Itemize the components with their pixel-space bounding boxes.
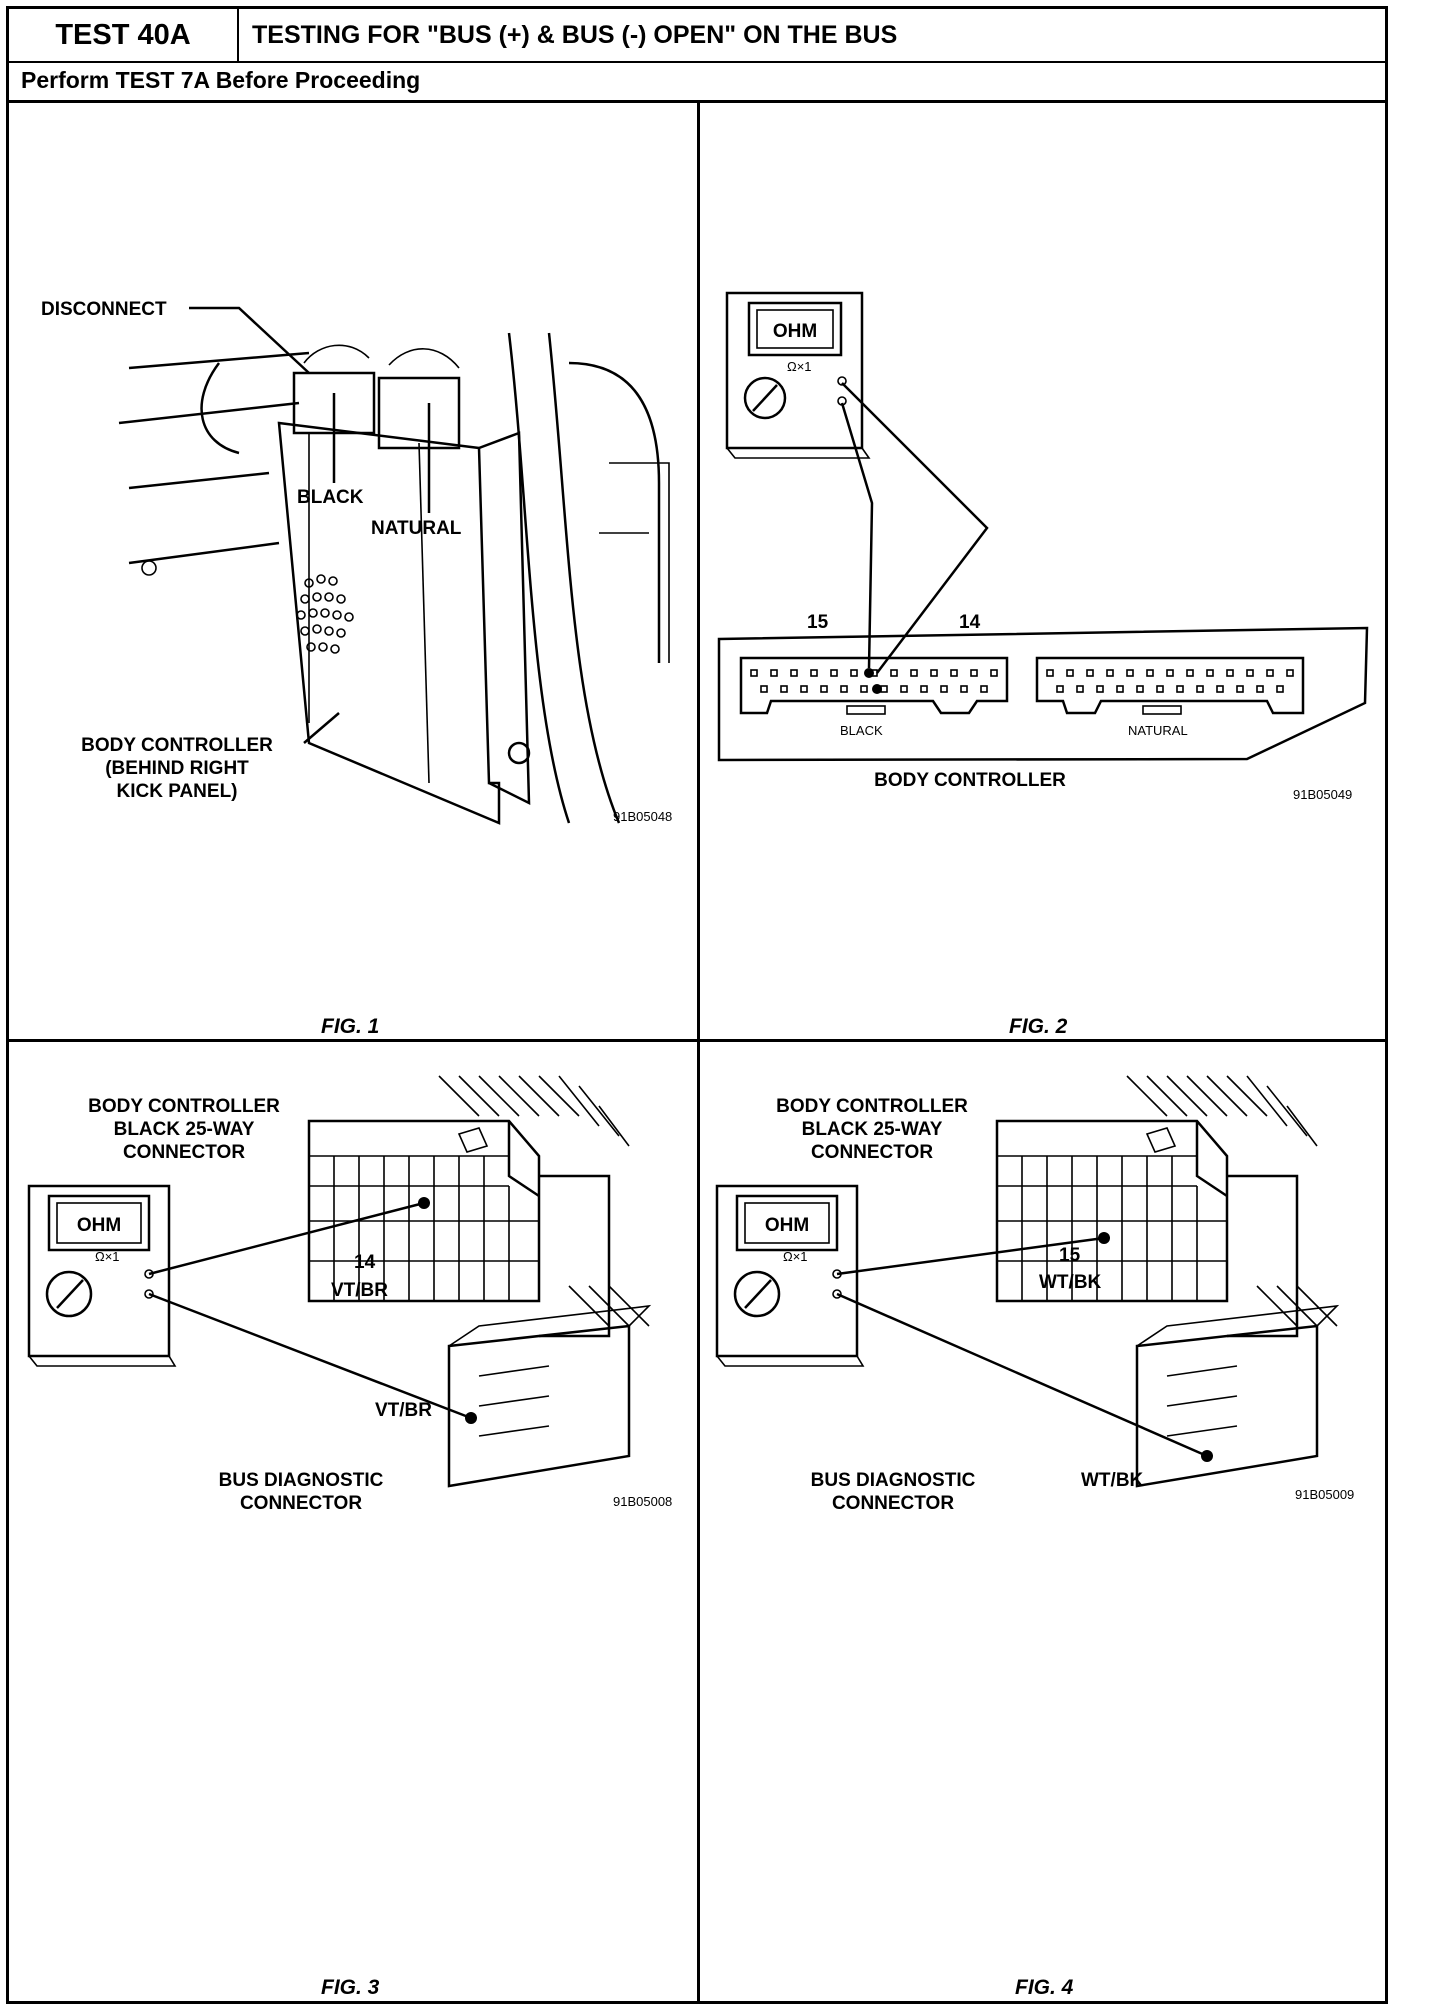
- fig2-panel: OHM Ω×1 15 14 BLACK NATURAL BODY CONTROL…: [717, 291, 1369, 1038]
- figure-caption: FIG. 3: [321, 1976, 380, 1999]
- meter-jack: [832, 1289, 842, 1299]
- test-leads: [840, 382, 989, 674]
- diag-wire-label: WT/BK: [1081, 1470, 1144, 1491]
- black-25-way-connector: [307, 1075, 630, 1338]
- label-natural: NATURAL: [371, 518, 462, 539]
- diag-wire-label: VT/BR: [375, 1400, 432, 1421]
- pin-15-probe: [864, 668, 874, 678]
- natural-connector-label: NATURAL: [1128, 723, 1188, 738]
- fig3-panel: OHM Ω×1 14 VT/BR VT/BR BODY CONTROLLER B…: [27, 1075, 672, 1999]
- vent-holes: [296, 574, 354, 654]
- figure-caption: FIG. 1: [321, 1015, 379, 1038]
- image-code: 91B05008: [613, 1494, 672, 1509]
- black-25-way-connector: [995, 1075, 1318, 1338]
- bus-diagnostic-connector: [447, 1285, 652, 1488]
- diag-label-line1: BUS DIAGNOSTIC: [811, 1470, 976, 1491]
- connector-title-line3: CONNECTOR: [123, 1142, 245, 1163]
- connector-title-line1: BODY CONTROLLER: [88, 1096, 280, 1117]
- body-controller-outline: [717, 626, 1369, 762]
- label-disconnect: DISCONNECT: [41, 299, 167, 320]
- range-knob: [45, 1270, 93, 1318]
- label-black: BLACK: [297, 487, 364, 508]
- horizontal-divider: [9, 1039, 1385, 1042]
- meter-range: Ω×1: [783, 1249, 808, 1264]
- diag-label-line1: BUS DIAGNOSTIC: [219, 1470, 384, 1491]
- pin-15-label: 15: [807, 612, 829, 633]
- pin-15-label: 15: [1059, 1245, 1081, 1266]
- label-body-controller-line1: BODY CONTROLLER: [81, 735, 273, 756]
- meter-display: OHM: [77, 1215, 121, 1236]
- pin-14-probe: [872, 684, 882, 694]
- ohmmeter: OHM Ω×1: [715, 1184, 865, 1367]
- test-title: TESTING FOR "BUS (+) & BUS (-) OPEN" ON …: [252, 20, 898, 49]
- connector-title-line2: BLACK 25-WAY: [114, 1119, 255, 1140]
- body-controller-label: BODY CONTROLLER: [874, 770, 1066, 791]
- wire-color-label: VT/BR: [331, 1280, 388, 1301]
- test-leads: [148, 1201, 472, 1420]
- range-knob: [743, 376, 787, 420]
- prerequisite-note: Perform TEST 7A Before Proceeding: [9, 61, 1385, 103]
- meter-jack: [837, 376, 847, 386]
- pin-14-label: 14: [959, 612, 981, 633]
- label-body-controller-line2: (BEHIND RIGHT: [105, 758, 249, 779]
- header-row: TEST 40A TESTING FOR "BUS (+) & BUS (-) …: [9, 9, 1385, 63]
- connector-title-line2: BLACK 25-WAY: [802, 1119, 943, 1140]
- figure-caption: FIG. 2: [1009, 1015, 1068, 1038]
- figure-caption: FIG. 4: [1015, 1976, 1074, 1999]
- natural-connector: [1035, 656, 1305, 715]
- ohmmeter: OHM Ω×1: [725, 291, 871, 459]
- wire-color-label: WT/BK: [1039, 1272, 1102, 1293]
- black-connector: [739, 656, 1009, 715]
- test-leads: [836, 1236, 1208, 1458]
- connector-title-line1: BODY CONTROLLER: [776, 1096, 968, 1117]
- fig1-panel: DISCONNECT BLACK NATURAL BODY CONTROLLER…: [41, 299, 672, 1038]
- diag-label-line2: CONNECTOR: [832, 1493, 954, 1514]
- black-connector-label: BLACK: [840, 723, 883, 738]
- image-code: 91B05049: [1293, 787, 1352, 802]
- image-code: 91B05048: [613, 809, 672, 824]
- meter-range: Ω×1: [787, 359, 812, 374]
- ohmmeter: OHM Ω×1: [27, 1184, 177, 1367]
- range-knob: [733, 1270, 781, 1318]
- image-code: 91B05009: [1295, 1487, 1354, 1502]
- test-page: TEST 40A TESTING FOR "BUS (+) & BUS (-) …: [6, 6, 1388, 2004]
- test-id: TEST 40A: [9, 9, 239, 61]
- meter-display: OHM: [765, 1215, 809, 1236]
- body-controller-drawing: [118, 306, 670, 825]
- connector-title-line3: CONNECTOR: [811, 1142, 933, 1163]
- meter-range: Ω×1: [95, 1249, 120, 1264]
- natural-connector-drawing: [377, 376, 461, 450]
- bus-diagnostic-connector: [1135, 1285, 1340, 1488]
- vertical-divider: [697, 103, 700, 2004]
- pin-14-label: 14: [354, 1252, 376, 1273]
- label-body-controller-line3: KICK PANEL): [116, 781, 237, 802]
- diag-label-line2: CONNECTOR: [240, 1493, 362, 1514]
- fig4-panel: OHM Ω×1 15 WT/BK WT/BK BODY CONTROLLER B…: [715, 1075, 1354, 1999]
- meter-display: OHM: [773, 321, 817, 342]
- meter-jack: [144, 1289, 154, 1299]
